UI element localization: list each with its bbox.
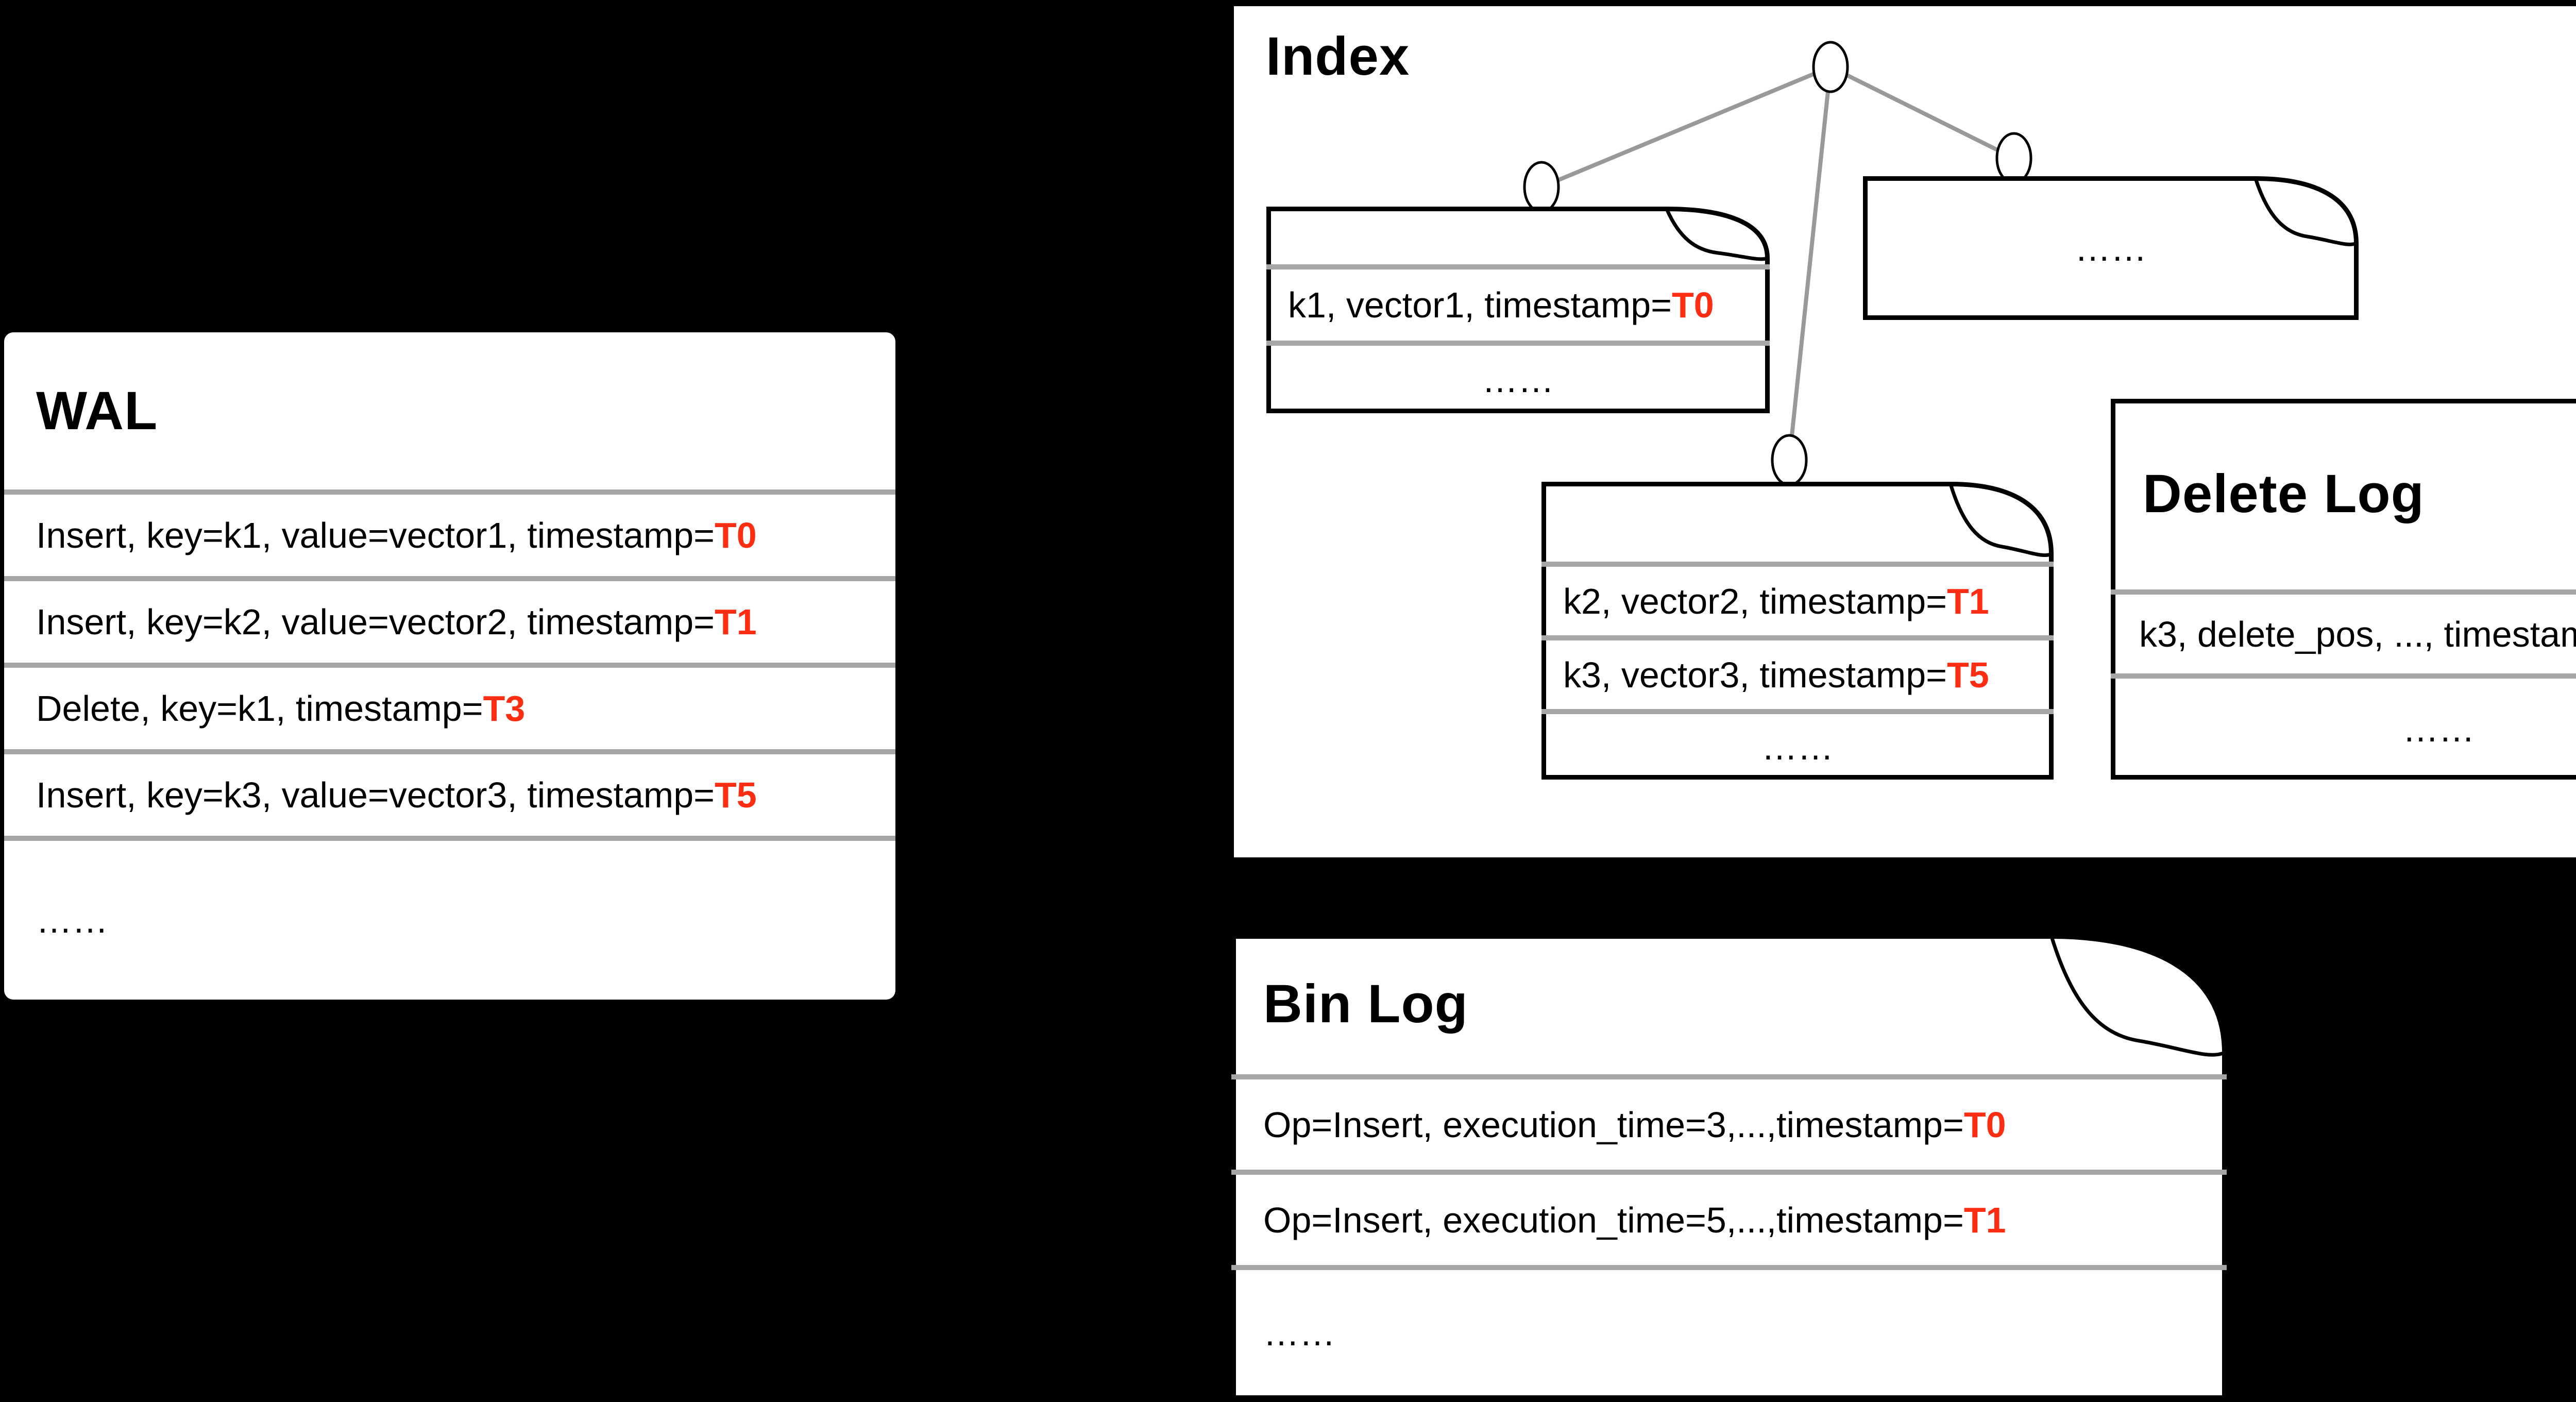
ellipsis-placeholder: …… — [2402, 709, 2475, 749]
segment-row-text: k3, vector3, timestamp= — [1563, 654, 1947, 695]
wal-log-row: Insert, key=k1, value=vector1, timestamp… — [4, 489, 895, 576]
document-card-outline — [1231, 934, 2227, 1395]
delete-log-card: Delete Log k3, delete_pos, ..., timestam… — [2111, 399, 2576, 780]
index-tree — [1523, 41, 2032, 486]
segment-placeholder-row: …… — [1863, 176, 2359, 320]
bin-log-row: Op=Insert, execution_time=5,...,timestam… — [1231, 1170, 2227, 1265]
bin-log-title-block: Bin Log — [1231, 934, 2227, 1074]
ellipsis-placeholder: …… — [1482, 359, 1554, 400]
segment-placeholder-row: …… — [1541, 709, 2054, 780]
wal-row-text: Insert, key=k1, value=vector1, timestamp… — [36, 515, 715, 555]
wal-placeholder-row: …… — [4, 836, 895, 1000]
segment-placeholder-row: …… — [1266, 341, 1770, 413]
bin-log-placeholder-row: …… — [1231, 1265, 2227, 1395]
tree-node-left — [1523, 161, 1560, 213]
timestamp-value: T0 — [715, 515, 757, 555]
index-segment-card-left: k1, vector1, timestamp=T0 …… — [1266, 207, 1770, 413]
segment-row-text: k1, vector1, timestamp= — [1288, 285, 1672, 325]
document-card-outline — [1266, 207, 1770, 413]
wal-panel: WAL Insert, key=k1, value=vector1, times… — [4, 332, 895, 1000]
ellipsis-placeholder: …… — [1263, 1312, 1335, 1353]
ellipsis-placeholder: …… — [36, 900, 108, 940]
tree-node-middle — [1771, 434, 1808, 486]
wal-row-text: Insert, key=k3, value=vector3, timestamp… — [36, 775, 715, 815]
tree-edge — [1829, 65, 2015, 160]
bin-log-row-text: Op=Insert, execution_time=5,...,timestam… — [1263, 1200, 1964, 1240]
ellipsis-placeholder: …… — [1761, 727, 1834, 767]
ellipsis-placeholder: …… — [2075, 228, 2147, 268]
index-title: Index — [1266, 26, 1410, 87]
timestamp-value: T1 — [1963, 1200, 2006, 1240]
segment-row: k1, vector1, timestamp=T0 — [1266, 264, 1770, 341]
timestamp-value: T3 — [483, 688, 526, 729]
tree-node-right — [1995, 132, 2032, 184]
bin-log-row-text: Op=Insert, execution_time=3,...,timestam… — [1263, 1104, 1964, 1145]
timestamp-value: T0 — [1963, 1104, 2006, 1145]
segment-row: k2, vector2, timestamp=T1 — [1541, 562, 2054, 635]
wal-log-row: Insert, key=k2, value=vector2, timestamp… — [4, 576, 895, 663]
wal-log-row: Insert, key=k3, value=vector3, timestamp… — [4, 749, 895, 836]
timestamp-value: T1 — [1947, 581, 1989, 621]
card-header — [1266, 207, 1770, 264]
timestamp-value: T5 — [1947, 654, 1989, 695]
delete-log-title: Delete Log — [2143, 464, 2425, 524]
bin-log-title: Bin Log — [1263, 974, 1468, 1034]
bin-log-card: Bin Log Op=Insert, execution_time=3,...,… — [1231, 934, 2227, 1395]
wal-log-row: Delete, key=k1, timestamp=T3 — [4, 663, 895, 749]
segment-row-text: k2, vector2, timestamp= — [1563, 581, 1947, 621]
wal-title: WAL — [36, 380, 158, 441]
index-segment-card-right: …… — [1863, 176, 2359, 320]
delete-log-title-block: Delete Log — [2111, 399, 2576, 589]
wal-row-text: Delete, key=k1, timestamp= — [36, 688, 483, 729]
timestamp-value: T0 — [1672, 285, 1714, 325]
tree-node-root — [1812, 41, 1849, 93]
index-segment-card-middle: k2, vector2, timestamp=T1 k3, vector3, t… — [1541, 482, 2054, 780]
card-header — [1541, 482, 2054, 562]
index-panel: Index k1, vector1, timestamp=T0 …… k2, v… — [1234, 6, 2576, 857]
tree-edge — [1787, 66, 1833, 461]
wal-row-text: Insert, key=k2, value=vector2, timestamp… — [36, 602, 715, 642]
document-card-outline — [1863, 176, 2359, 320]
segment-row: k3, vector3, timestamp=T5 — [1541, 635, 2054, 709]
document-card-outline — [2111, 399, 2576, 780]
timestamp-value: T1 — [715, 602, 757, 642]
wal-title-block: WAL — [4, 332, 895, 489]
document-card-outline — [1541, 482, 2054, 780]
bin-log-row: Op=Insert, execution_time=3,...,timestam… — [1231, 1074, 2227, 1170]
delete-log-placeholder-row: …… — [2111, 673, 2576, 780]
timestamp-value: T5 — [715, 775, 757, 815]
delete-log-row: k3, delete_pos, ..., timestamp=T3 — [2111, 589, 2576, 673]
tree-edge — [1540, 65, 1832, 189]
delete-log-row-text: k3, delete_pos, ..., timestamp= — [2139, 614, 2576, 654]
